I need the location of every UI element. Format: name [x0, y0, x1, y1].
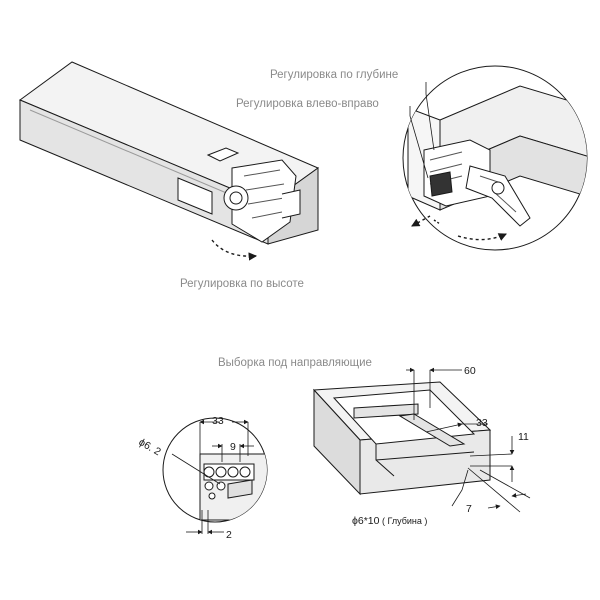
dim-33-right: 33	[476, 417, 488, 429]
height-adjust-arrow	[211, 239, 258, 261]
lateral-adjust-label: Регулировка влево-вправо	[236, 98, 379, 110]
depth-leader	[425, 82, 435, 151]
drawer-front-panel	[312, 381, 492, 496]
hole-depth-note: ( Глубина )	[382, 516, 427, 526]
depth-lateral-detail	[402, 65, 588, 251]
dim-2: 2	[226, 529, 232, 541]
dim-7: 7	[466, 503, 472, 515]
depth-lateral-arrows	[411, 215, 507, 241]
lateral-leader	[409, 106, 429, 179]
dim-9: 9	[230, 441, 236, 453]
hole-dimension-lines	[171, 419, 254, 535]
height-adjust-label: Регулировка по высоте	[180, 278, 304, 290]
phi-6-2: ϕ6. 2	[137, 436, 163, 458]
panel-dimension-lines	[406, 367, 531, 513]
depth-adjust-label: Регулировка по глубине	[270, 69, 398, 81]
dim-60: 60	[464, 365, 476, 377]
dim-33-left: 33	[212, 415, 224, 427]
hole-spec-label: ϕ6*10	[352, 515, 380, 527]
hole-pattern-detail	[162, 417, 268, 523]
dim-11: 11	[518, 431, 529, 443]
drawer-side-illustration	[18, 61, 320, 245]
runner-notch-label: Выборка под направляющие	[218, 357, 372, 369]
